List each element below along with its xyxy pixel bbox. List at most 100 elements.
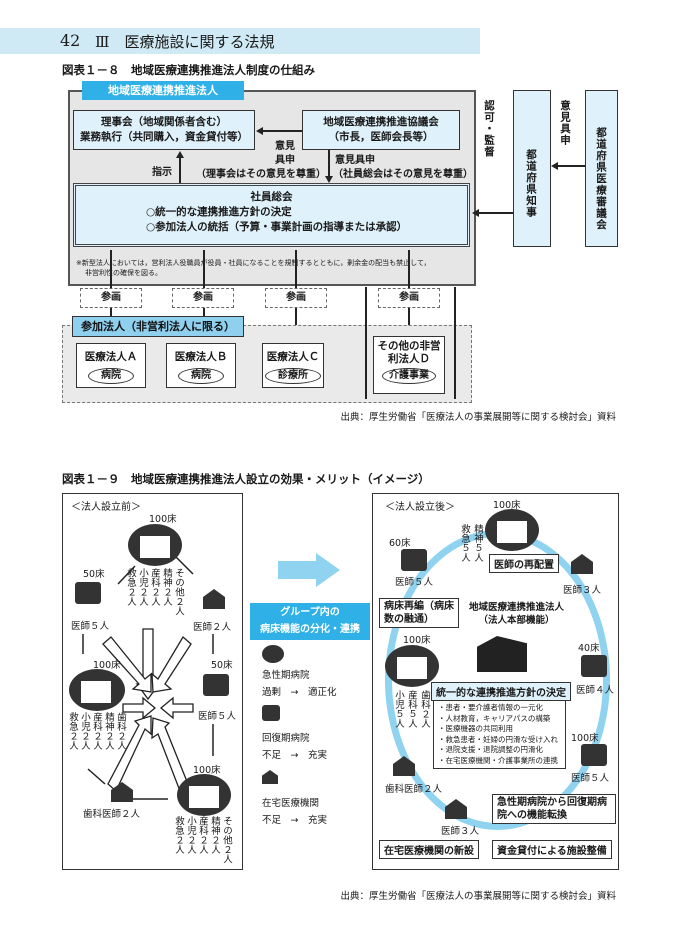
staff: 救急５人 (459, 524, 470, 562)
arrow-icon: → (290, 687, 299, 698)
hospital-icon (69, 669, 125, 711)
staff: 精神５人 (472, 524, 483, 562)
arrow-up-icon (176, 151, 184, 158)
legend-name: 在宅医療機関 (262, 798, 320, 809)
beds-label: 100床 (149, 514, 177, 525)
loan-label: 資金貸付による施設整備 (492, 840, 612, 859)
big-right-arrow-icon (278, 553, 340, 587)
left-staff: 救急２人小児２人産科２人精神２人歯科２人 (67, 712, 126, 750)
opinion3-label: 意見具申 (559, 100, 571, 146)
corporation-tab: 地域医療連携推進法人 (82, 81, 244, 100)
pref-council-box: 都道府県医療審議会 (585, 90, 618, 247)
arrow-left-icon (472, 209, 479, 217)
bed-reorg-line: 病床再編（病床 (384, 601, 454, 612)
assembly-item: ○統一的な連携推進方針の決定 (146, 206, 292, 218)
policy-item: ・退院支援・退院調整の円滑化 (438, 745, 543, 754)
staff: 救急２人 (173, 816, 184, 854)
left-staff: 小児５人産科５人歯科２人 (393, 690, 430, 728)
staff: 小児５人 (393, 690, 404, 728)
house-icon (445, 799, 467, 819)
assembly-title: 社員総会 (250, 191, 293, 203)
policy-item: ・患者・要介護者情報の一元化 (438, 703, 543, 712)
top-staff: 救急２人小児２人産科２人精神２人その他２人 (125, 568, 184, 616)
doctor-count: 医師５人 (198, 711, 237, 722)
board-desc: 業務執行（共同購入，資金貸付等） (80, 131, 248, 143)
staff: 歯科２人 (115, 712, 126, 750)
dentist-count: 歯科医師２人 (385, 784, 443, 795)
group-line: グループ内の (280, 607, 340, 618)
bottom-staff: 救急２人小児２人産科２人精神２人その他２人 (173, 816, 232, 864)
legend-from: 不足 (262, 750, 282, 761)
opinion1-note: （理事会はその意見を尊重） (196, 169, 326, 180)
convert-line: 院への機能転換 (497, 810, 567, 821)
fig9-caption: 図表１－９ 地域医療連携推進法人設立の効果・メリット（イメージ） (62, 472, 430, 486)
legend-from: 不足 (262, 815, 282, 826)
assembly-item: ○参加法人の統括（予算・事業計画の指導または承認） (146, 221, 408, 233)
acute-hospital-icon (262, 645, 284, 663)
clinic-building-icon (75, 582, 101, 604)
staff: その他２人 (173, 568, 184, 616)
legend-name: 回復期病院 (262, 733, 310, 744)
council-desc: （市長，医師会長等） (328, 131, 434, 143)
member-name: 医療法人Ａ (84, 351, 138, 363)
beds-label: 100床 (93, 660, 121, 671)
member-name: 医療法人Ｂ (174, 351, 228, 363)
connector-line (110, 250, 112, 316)
opinion1-b: 具申 (275, 155, 295, 166)
top-staff: 救急５人精神５人 (459, 524, 483, 562)
council-box: 地域医療連携推進協議会 （市長，医師会長等） (302, 110, 460, 150)
before-title: ＜法人設立前＞ (71, 502, 141, 513)
legend-to: 充実 (308, 750, 328, 761)
connector-line (203, 250, 205, 316)
house-icon (571, 554, 593, 574)
clinic-building-icon (203, 674, 229, 696)
arrow-icon: → (290, 815, 299, 826)
group-line: 病床機能の分化・連携 (260, 624, 360, 635)
members-label: 参加法人（非営利法人に限る） (72, 316, 244, 337)
legend-recovery: 回復期病院不足 → 充実 (262, 730, 327, 764)
dentist-count: 歯科医師２人 (83, 809, 141, 820)
header-band (0, 28, 480, 54)
fig9-source: 出典：厚生労働省「医療法人の事業展開等に関する検討会」資料 (340, 891, 616, 902)
hq-line: 地域医療連携推進法人 (469, 602, 565, 613)
doctor-count: 医師３人 (441, 826, 480, 837)
beds-label: 100床 (571, 733, 599, 744)
member-name: 医療法人Ｃ (266, 351, 320, 363)
staff: 産科２人 (91, 712, 102, 750)
hospital-icon (385, 645, 439, 687)
policy-item: ・人材教育，キャリアパスの構築 (438, 713, 551, 723)
bed-reorg-line: 数の融通） (384, 614, 434, 625)
policy-item: ・救急患者・妊婦の円滑な受け入れ (438, 734, 558, 744)
instruct-label: 指示 (152, 167, 172, 178)
house-icon (203, 589, 225, 609)
beds-label: 50床 (211, 660, 233, 671)
beds-label: 100床 (403, 635, 431, 646)
staff: 小児２人 (185, 816, 196, 854)
staff: 救急２人 (67, 712, 78, 750)
arrow-line (478, 212, 513, 214)
member-type: 介護事業 (382, 368, 436, 384)
staff: 産科２人 (149, 568, 160, 606)
clinic-building-icon (581, 655, 607, 677)
opinion2: 意見具申 (335, 155, 375, 166)
group-label: グループ内の病床機能の分化・連携 (250, 603, 370, 640)
note-line: 非営利性の確保を図る。 (85, 269, 162, 277)
legend-to: 充実 (308, 815, 328, 826)
house-icon (111, 782, 133, 802)
participate-box: 参画 (172, 288, 234, 308)
arrow-line (262, 130, 302, 132)
arrow-icon: → (290, 750, 299, 761)
arrow-line (555, 165, 585, 167)
legend-acute: 急性期病院過剰 → 適正化 (262, 667, 337, 701)
legend-name: 急性期病院 (262, 670, 310, 681)
bed-reorg-label: 病床再編（病床数の融通） (379, 598, 459, 628)
beds-label: 60床 (389, 538, 411, 549)
general-assembly-box: 社員総会 ○統一的な連携推進方針の決定 ○参加法人の統括（予算・事業計画の指導ま… (73, 183, 470, 247)
board-title: 理事会（地域関係者含む） (101, 116, 227, 128)
beds-label: 100床 (193, 765, 221, 776)
arrow-left-icon (256, 127, 263, 135)
member-type: 病院 (178, 368, 224, 384)
